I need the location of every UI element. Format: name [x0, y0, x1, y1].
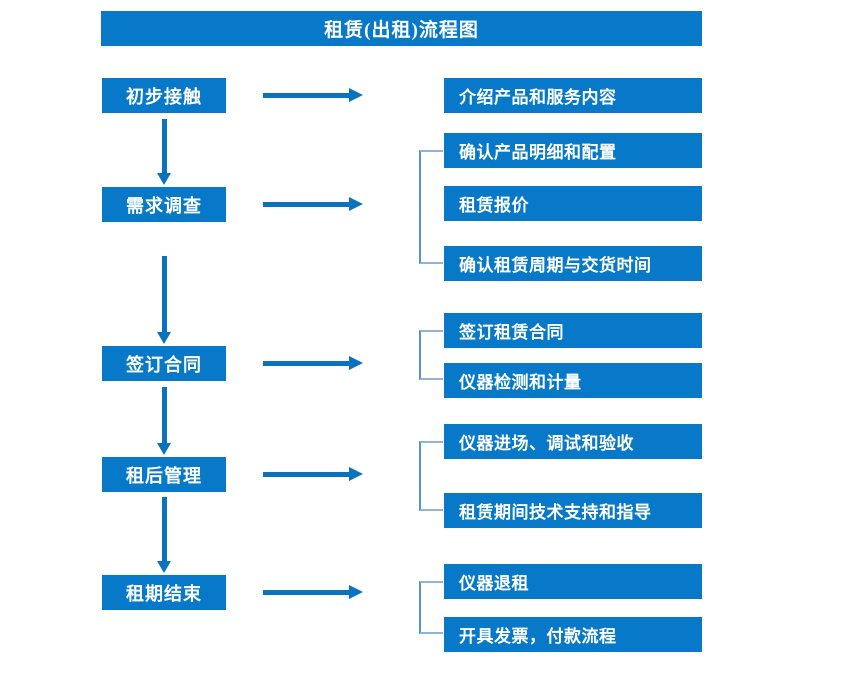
- diagram-title: 租赁(出租)流程图: [101, 11, 702, 46]
- stage-box-5[interactable]: 租期结束: [102, 575, 226, 610]
- right-arrow-1: [263, 88, 363, 102]
- down-arrow-3: [157, 387, 171, 455]
- group-bracket-2: [419, 150, 443, 264]
- stage-box-3[interactable]: 签订合同: [102, 346, 226, 381]
- detail-box-2-2[interactable]: 租赁报价: [444, 186, 702, 221]
- right-arrow-3: [263, 356, 363, 370]
- detail-box-4-1[interactable]: 仪器进场、调试和验收: [444, 424, 702, 459]
- right-arrow-5: [263, 585, 363, 599]
- group-bracket-5: [419, 581, 443, 634]
- stage-box-1[interactable]: 初步接触: [102, 78, 226, 113]
- stage-box-4[interactable]: 租后管理: [102, 457, 226, 492]
- detail-box-1-1[interactable]: 介绍产品和服务内容: [444, 78, 702, 113]
- stage-box-2[interactable]: 需求调查: [102, 187, 226, 222]
- detail-box-5-1[interactable]: 仪器退租: [444, 564, 702, 599]
- right-arrow-2: [263, 197, 363, 211]
- group-bracket-3: [419, 330, 443, 380]
- down-arrow-1: [157, 119, 171, 185]
- down-arrow-4: [157, 497, 171, 573]
- detail-box-2-3[interactable]: 确认租赁周期与交货时间: [444, 246, 702, 281]
- detail-box-2-1[interactable]: 确认产品明细和配置: [444, 133, 702, 168]
- detail-box-5-2[interactable]: 开具发票，付款流程: [444, 617, 702, 652]
- group-bracket-4: [419, 441, 443, 511]
- down-arrow-2: [157, 256, 171, 344]
- detail-box-4-2[interactable]: 租赁期间技术支持和指导: [444, 493, 702, 528]
- detail-box-3-2[interactable]: 仪器检测和计量: [444, 363, 702, 398]
- right-arrow-4: [263, 467, 363, 481]
- detail-box-3-1[interactable]: 签订租赁合同: [444, 313, 702, 348]
